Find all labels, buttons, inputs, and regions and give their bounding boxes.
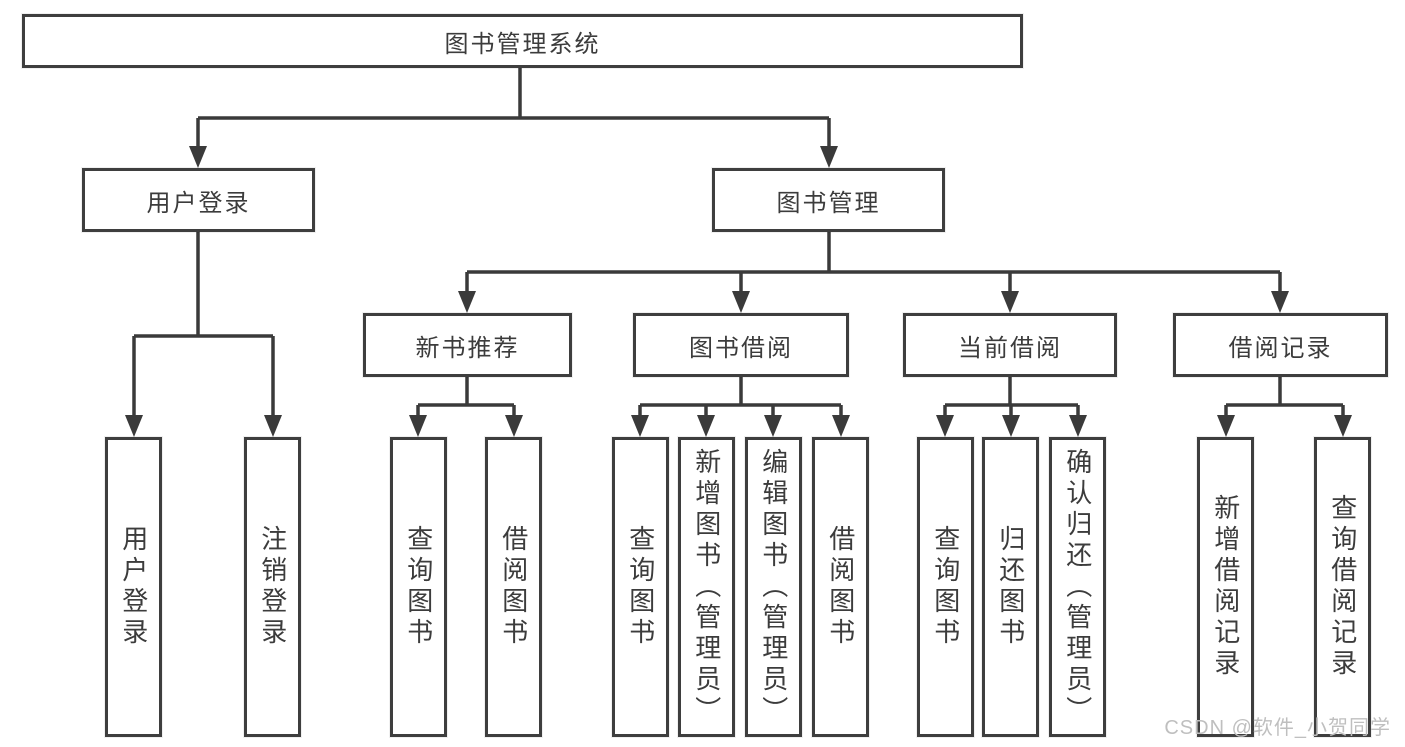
node-root-label: 图书管理系统	[444, 30, 601, 58]
leaf-query-books-borrow: 查询图书	[612, 437, 669, 737]
leaf-query-borrow-record: 查询借阅记录	[1314, 437, 1371, 737]
arrowheads	[125, 146, 1352, 437]
node-label: 图书管理	[776, 189, 881, 217]
node-new-book-recommend: 新书推荐	[363, 313, 572, 377]
leaf-borrow-books-recommend: 借阅图书	[485, 437, 542, 737]
leaf-label: 查询图书	[625, 525, 656, 649]
node-book-borrow: 图书借阅	[633, 313, 849, 377]
leaf-label: 归还图书	[995, 525, 1026, 649]
leaf-borrow-books: 借阅图书	[812, 437, 869, 737]
leaf-label: 查询图书	[403, 525, 434, 649]
node-root: 图书管理系统	[22, 14, 1023, 68]
node-label: 图书借阅	[689, 334, 793, 362]
node-label: 新书推荐	[415, 334, 520, 362]
leaf-logout: 注销登录	[244, 437, 301, 737]
node-borrow-records: 借阅记录	[1173, 313, 1388, 377]
leaf-label: 借阅图书	[498, 525, 529, 649]
leaf-query-books-recommend: 查询图书	[390, 437, 447, 737]
leaf-label: 注销登录	[257, 525, 288, 649]
node-label: 当前借阅	[958, 334, 1062, 362]
leaf-label: 新增图书（管理员）	[691, 447, 722, 727]
leaf-label: 编辑图书（管理员）	[758, 447, 789, 727]
leaf-label: 借阅图书	[825, 525, 856, 649]
leaf-add-books-admin: 新增图书（管理员）	[678, 437, 735, 737]
node-label: 借阅记录	[1228, 334, 1333, 362]
leaf-confirm-return-admin: 确认归还（管理员）	[1049, 437, 1106, 737]
leaf-query-books-current: 查询图书	[917, 437, 974, 737]
leaf-return-books: 归还图书	[982, 437, 1039, 737]
leaf-label: 查询借阅记录	[1327, 494, 1358, 680]
leaf-label: 查询图书	[930, 525, 961, 649]
node-book-management: 图书管理	[712, 168, 945, 232]
leaf-label: 用户登录	[118, 525, 149, 649]
leaf-label: 确认归还（管理员）	[1062, 447, 1093, 727]
leaf-edit-books-admin: 编辑图书（管理员）	[745, 437, 802, 737]
node-current-borrow: 当前借阅	[903, 313, 1117, 377]
csdn-watermark: CSDN @软件_小贺同学	[1164, 717, 1391, 739]
node-label: 用户登录	[146, 189, 251, 217]
node-user-login: 用户登录	[82, 168, 315, 232]
leaf-user-login: 用户登录	[105, 437, 162, 737]
leaf-add-borrow-record: 新增借阅记录	[1197, 437, 1254, 737]
leaf-label: 新增借阅记录	[1210, 494, 1241, 680]
